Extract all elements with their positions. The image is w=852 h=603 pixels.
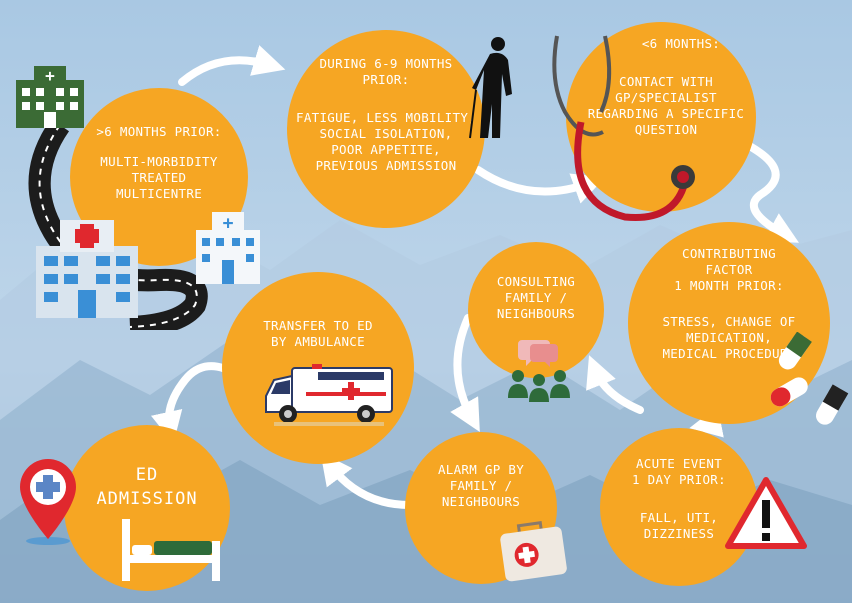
clinic-icon: +	[196, 212, 260, 284]
node-title: ALARM GP BY FAMILY / NEIGHBOURS	[437, 462, 525, 509]
people-chat-icon	[508, 340, 570, 402]
node-6-9-months: DURING 6-9 MONTHS PRIOR: FATIGUE, LESS M…	[287, 30, 485, 228]
arrow-1-to-2	[178, 45, 286, 86]
ambulance-icon	[265, 364, 393, 426]
svg-text:+: +	[223, 213, 234, 234]
node-title: <6 MONTHS:	[641, 36, 721, 51]
pills-icon	[770, 332, 849, 425]
arrow-6-to-5	[586, 355, 644, 414]
node-title: >6 MONTHS PRIOR:	[96, 124, 222, 139]
node-title: CONSULTING FAMILY / NEIGHBOURS	[496, 274, 576, 321]
arrow-7-to-8	[320, 452, 414, 509]
node-body: MULTI-MORBIDITY TREATED MULTICENTRE	[100, 154, 218, 201]
node-title: ACUTE EVENT 1 DAY PRIOR:	[632, 456, 726, 487]
hospital-bed-icon	[122, 519, 220, 581]
node-ed-admission: ED ADMISSION	[64, 425, 230, 591]
node-title: TRANSFER TO ED BY AMBULANCE	[263, 318, 373, 349]
node-body: CONTACT WITH GP/SPECIALIST REGARDING A S…	[587, 74, 745, 137]
node-title: DURING 6-9 MONTHS PRIOR:	[319, 56, 453, 87]
node-acute-event: ACUTE EVENT 1 DAY PRIOR: FALL, UTI, DIZZ…	[600, 428, 758, 586]
node-title: ED ADMISSION	[96, 465, 198, 509]
hospital-icon	[36, 220, 138, 318]
stethoscope-icon	[552, 35, 695, 222]
warning-sign-icon	[725, 477, 807, 549]
node-title: CONTRIBUTING FACTOR 1 MONTH PRIOR:	[674, 246, 784, 293]
arrow-5-to-7	[450, 314, 480, 432]
node-body: FALL, UTI, DIZZINESS	[639, 510, 719, 541]
first-aid-kit-icon	[500, 521, 567, 582]
svg-text:+: +	[45, 66, 55, 85]
elderly-person-icon	[469, 37, 512, 139]
arrow-2-to-3	[474, 166, 606, 204]
arrow-8-to-9	[150, 362, 242, 444]
node-body: FATIGUE, LESS MOBILITY, SOCIAL ISOLATION…	[296, 110, 476, 173]
hospital-icon: +	[16, 66, 84, 128]
location-pin-icon	[20, 459, 76, 545]
node-less-6-months: <6 MONTHS: CONTACT WITH GP/SPECIALIST RE…	[566, 22, 756, 212]
node-body: STRESS, CHANGE OF MEDICATION, MEDICAL PR…	[662, 314, 796, 361]
arrow-3-to-4	[734, 136, 799, 243]
